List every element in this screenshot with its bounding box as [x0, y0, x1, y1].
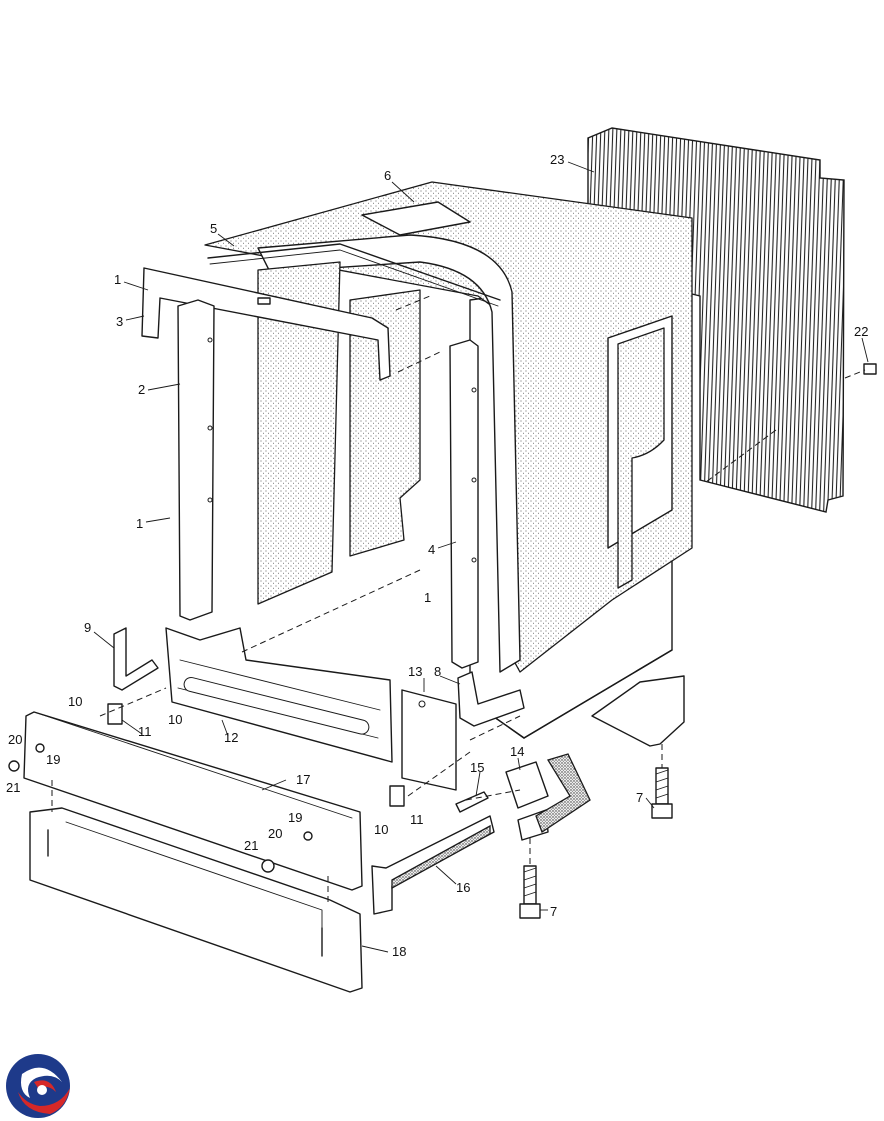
- slide-rail-part-16: [371, 815, 495, 915]
- front-trim-part-8: [457, 671, 525, 727]
- callout-label: 16: [456, 880, 470, 895]
- callout-label: 17: [296, 772, 310, 787]
- assembly-lines: [51, 295, 866, 906]
- clip-part-11: [107, 703, 405, 807]
- callout-label: 10: [374, 822, 388, 837]
- callout-label: 12: [224, 730, 238, 745]
- lower-panel-part-12: [165, 627, 393, 763]
- callout-label: 4: [428, 542, 435, 557]
- tub-cabinet-part-6: [204, 181, 693, 739]
- callout-label: 11: [138, 724, 152, 739]
- screw-part-22: [863, 363, 877, 375]
- callout-label: 7: [636, 790, 643, 805]
- callout-label: 1: [114, 272, 121, 287]
- bracket-part-9: [113, 627, 159, 691]
- callout-label: 6: [384, 168, 391, 183]
- hardware-parts-19-20-21: [8, 743, 313, 873]
- top-rail-part-3: [141, 267, 391, 381]
- callout-labels: 1 1 1 2 3 4 5 6 7 7 8 9 10 10 10 11 11 1…: [6, 152, 868, 959]
- plate-part-15: [455, 791, 489, 813]
- callout-label: 9: [84, 620, 91, 635]
- callout-label: 20: [268, 826, 282, 841]
- leader-lines: [93, 161, 869, 953]
- side-rail-part-2: [177, 299, 215, 621]
- callout-label: 19: [288, 810, 302, 825]
- callout-label: 11: [410, 812, 424, 827]
- callout-label: 1: [424, 590, 431, 605]
- callout-label: 7: [550, 904, 557, 919]
- callout-label: 15: [470, 760, 484, 775]
- callout-label: 19: [46, 752, 60, 767]
- leveling-leg-part-7: [519, 675, 685, 919]
- callout-label: 3: [116, 314, 123, 329]
- callout-label: 5: [210, 221, 217, 236]
- callout-label: 21: [244, 838, 258, 853]
- callout-label: 22: [854, 324, 868, 339]
- side-bracket-part-13: [401, 689, 457, 791]
- callout-label: 13: [408, 664, 422, 679]
- callout-label: 8: [434, 664, 441, 679]
- callout-label: 18: [392, 944, 406, 959]
- callout-label: 20: [8, 732, 22, 747]
- callout-label: 21: [6, 780, 20, 795]
- side-rail-part-4: [449, 339, 479, 669]
- callout-label: 10: [168, 712, 182, 727]
- brand-swirl-logo: [6, 1054, 70, 1118]
- top-frame-part-5: [207, 243, 501, 307]
- callout-label: 1: [136, 516, 143, 531]
- hinge-part-14: [505, 753, 591, 841]
- front-panel-part-17: [23, 711, 363, 891]
- callout-label: 14: [510, 744, 524, 759]
- callout-label: 2: [138, 382, 145, 397]
- kick-plate-part-18: [29, 807, 363, 993]
- callout-label: 10: [68, 694, 82, 709]
- callout-label: 23: [550, 152, 564, 167]
